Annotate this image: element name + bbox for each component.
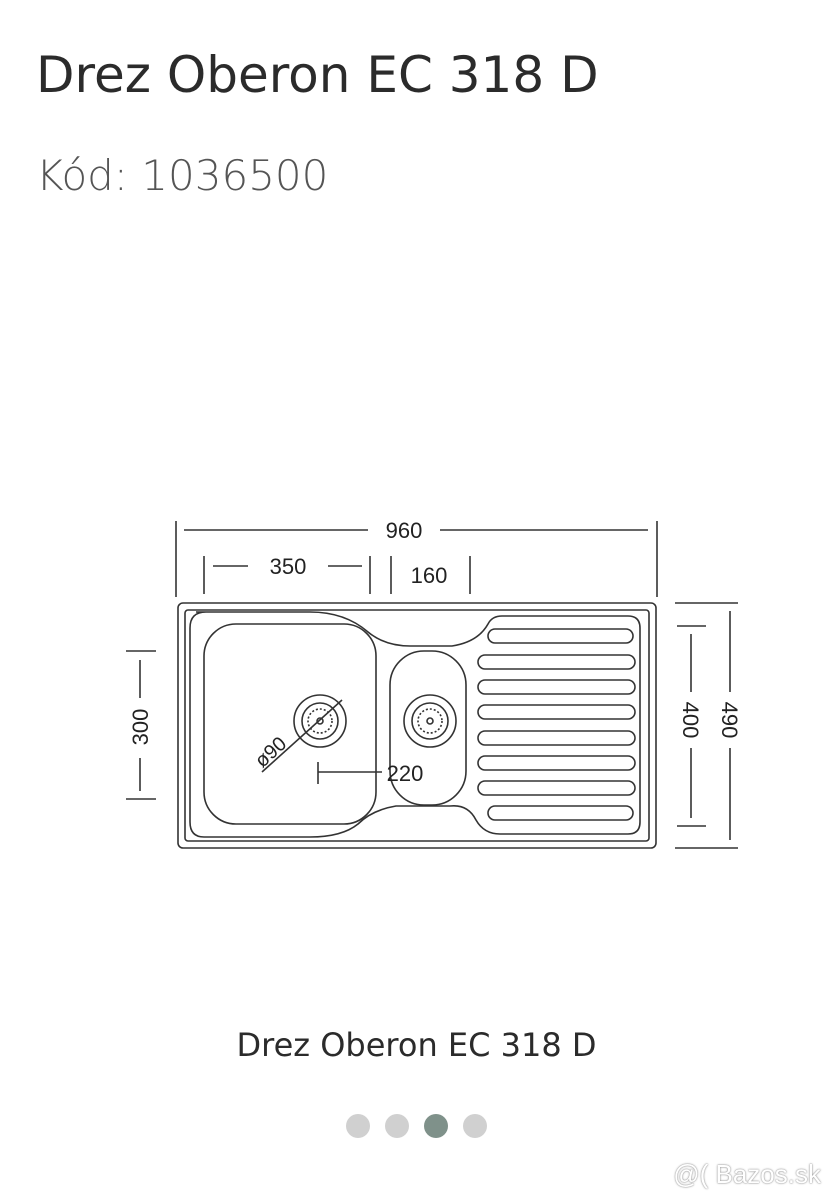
gallery-caption: Drez Oberon EC 318 D	[236, 1026, 597, 1064]
product-code: Kód: 1036500	[36, 151, 329, 200]
product-title: Drez Oberon EC 318 D	[36, 46, 599, 104]
dim-bowl-width: 350	[270, 554, 307, 579]
gallery-dot-2[interactable]	[385, 1114, 409, 1138]
gallery-pagination	[0, 1114, 833, 1138]
gallery-dot-1[interactable]	[346, 1114, 370, 1138]
dim-small-bowl: 160	[411, 563, 448, 588]
bazos-watermark: @( Bazos.sk	[673, 1159, 821, 1189]
dim-total-width: 960	[386, 518, 423, 543]
dim-bowl-depth: 300	[128, 709, 153, 746]
dim-drain-diameter: ø90	[251, 733, 291, 772]
dim-drain-spacing: 220	[387, 761, 424, 786]
dim-inner-depth: 400	[678, 702, 703, 739]
dim-total-depth: 490	[717, 702, 742, 739]
gallery-dot-4[interactable]	[463, 1114, 487, 1138]
gallery-dot-3-active[interactable]	[424, 1114, 448, 1138]
sink-technical-drawing[interactable]: 960 350 160 220 300 400 490 ø90	[0, 490, 833, 870]
